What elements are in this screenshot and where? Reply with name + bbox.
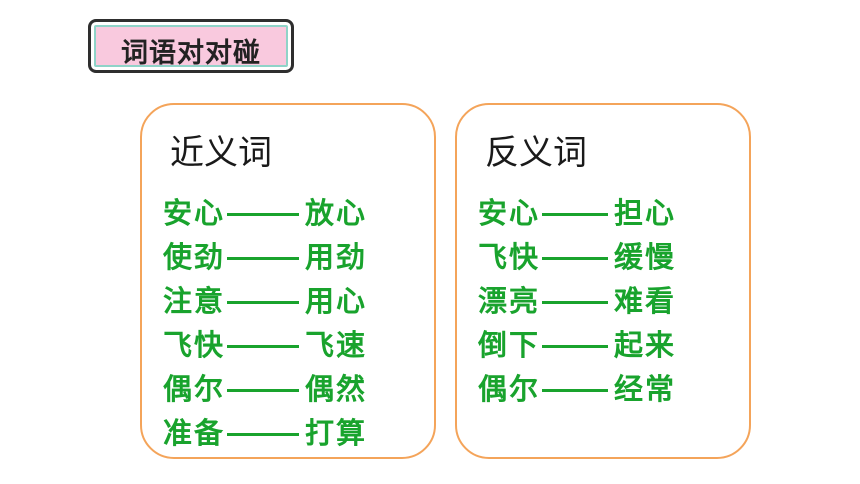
antonym-pair: 漂亮 难看 — [478, 277, 676, 321]
synonyms-card: 近义词 安心 放心 使劲 用劲 注意 用心 飞快 飞速 偶尔 偶然 准备 打算 — [140, 103, 436, 459]
dash-line — [227, 344, 300, 348]
dash-line — [542, 344, 609, 348]
dash-line — [227, 256, 300, 260]
synonym-word: 飞快 — [163, 328, 226, 362]
antonym-word: 漂亮 — [478, 284, 541, 318]
dash-line — [227, 432, 300, 436]
synonym-pair: 使劲 用劲 — [163, 233, 367, 277]
synonym-pair: 安心 放心 — [163, 189, 367, 233]
dash-line — [542, 256, 609, 260]
antonyms-card: 反义词 安心 担心 飞快 缓慢 漂亮 难看 倒下 起来 偶尔 经常 — [455, 103, 751, 459]
dash-line — [227, 388, 300, 392]
antonym-match: 担心 — [614, 196, 677, 230]
synonym-pair: 注意 用心 — [163, 277, 367, 321]
synonym-match: 打算 — [305, 416, 368, 450]
synonym-match: 放心 — [305, 196, 368, 230]
antonym-pair: 倒下 起来 — [478, 321, 676, 365]
antonym-pair: 偶尔 经常 — [478, 365, 676, 409]
synonym-pair: 飞快 飞速 — [163, 321, 367, 365]
synonym-word: 注意 — [163, 284, 226, 318]
dash-line — [227, 212, 300, 216]
antonym-pair-list: 安心 担心 飞快 缓慢 漂亮 难看 倒下 起来 偶尔 经常 — [478, 189, 676, 409]
antonym-match: 经常 — [614, 372, 677, 406]
antonym-word: 偶尔 — [478, 372, 541, 406]
synonym-word: 偶尔 — [163, 372, 226, 406]
antonym-word: 飞快 — [478, 240, 541, 274]
antonyms-heading: 反义词 — [485, 133, 587, 173]
synonym-match: 偶然 — [305, 372, 368, 406]
synonym-word: 安心 — [163, 196, 226, 230]
synonym-match: 用心 — [305, 284, 368, 318]
page-title: 词语对对碰 — [121, 38, 261, 69]
antonym-pair: 安心 担心 — [478, 189, 676, 233]
dash-line — [542, 388, 609, 392]
synonym-pair: 偶尔 偶然 — [163, 365, 367, 409]
synonym-match: 飞速 — [305, 328, 368, 362]
antonym-word: 倒下 — [478, 328, 541, 362]
title-badge: 词语对对碰 — [88, 19, 294, 73]
dash-line — [227, 300, 300, 304]
dash-line — [542, 300, 609, 304]
synonym-word: 使劲 — [163, 240, 226, 274]
synonym-pair: 准备 打算 — [163, 409, 367, 453]
antonym-match: 难看 — [614, 284, 677, 318]
antonym-pair: 飞快 缓慢 — [478, 233, 676, 277]
antonym-word: 安心 — [478, 196, 541, 230]
dash-line — [542, 212, 609, 216]
synonym-word: 准备 — [163, 416, 226, 450]
antonym-match: 起来 — [614, 328, 677, 362]
synonym-pair-list: 安心 放心 使劲 用劲 注意 用心 飞快 飞速 偶尔 偶然 准备 打算 — [163, 189, 367, 453]
synonym-match: 用劲 — [305, 240, 368, 274]
synonyms-heading: 近义词 — [170, 133, 272, 173]
antonym-match: 缓慢 — [614, 240, 677, 274]
